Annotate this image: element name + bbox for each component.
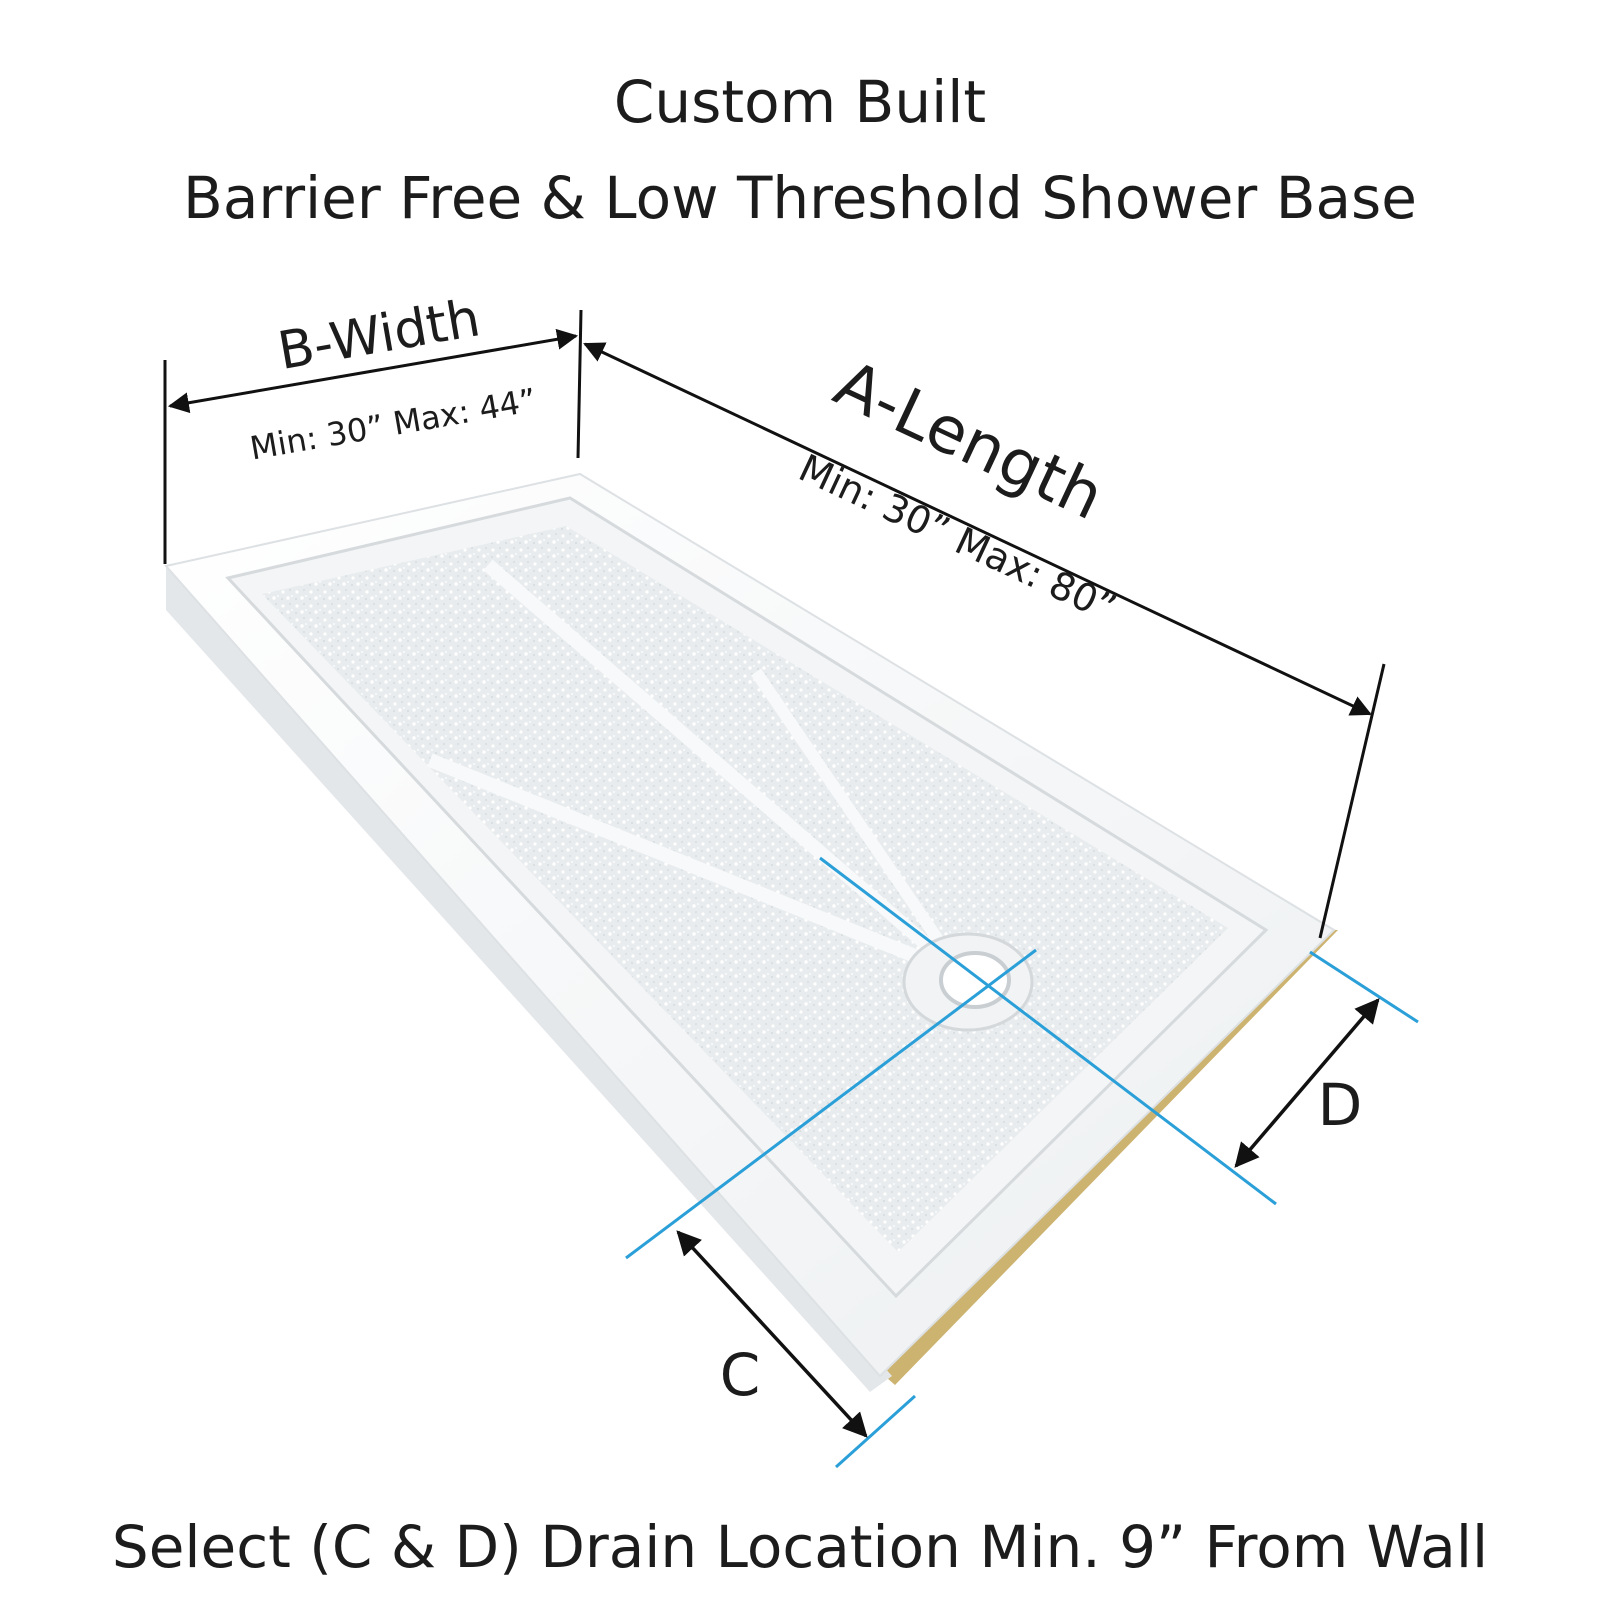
drain-channel: [427, 753, 965, 982]
wall-reference-d: [1309, 950, 1419, 1024]
drain-guide-d: [819, 856, 1277, 1206]
title-line-1: Custom Built: [614, 68, 986, 136]
base-front-face: [166, 568, 892, 1392]
length-arrow: [583, 342, 1372, 716]
title-line-2: Barrier Free & Low Threshold Shower Base: [183, 164, 1417, 232]
shower-base: [164, 472, 1338, 1392]
foam-edge: [878, 930, 1338, 1385]
width-label: B-Width: [274, 288, 485, 382]
drain-guides: [625, 856, 1419, 1469]
width-range: Min: 30” Max: 44”: [247, 381, 539, 468]
c-arrow: [676, 1230, 868, 1438]
length-extension: [1318, 663, 1386, 939]
d-arrow: [1234, 998, 1380, 1168]
drain-hole: [939, 951, 1011, 1009]
c-label: C: [720, 1341, 761, 1409]
wall-reference-c: [834, 1394, 917, 1469]
drain-channel: [751, 668, 967, 979]
c-dimension: C: [676, 1230, 868, 1438]
d-label: D: [1318, 1071, 1363, 1139]
footer-note: Select (C & D) Drain Location Min. 9” Fr…: [112, 1513, 1488, 1581]
width-arrow: [167, 328, 579, 414]
d-dimension: D: [1234, 998, 1380, 1168]
width-extension-right: [576, 309, 583, 459]
drain-guide-c: [625, 948, 1037, 1260]
